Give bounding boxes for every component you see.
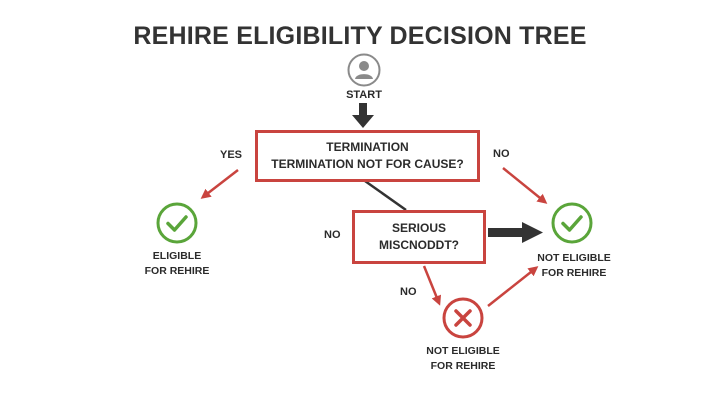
check-circle-icon [551,202,593,244]
not-eligible-bottom-line1: NOT ELIGIBLE [426,345,500,357]
yes-label: YES [220,149,243,161]
not-eligible-right-line1: NOT ELIGIBLE [537,252,611,264]
no-mid-label: NO [324,229,341,241]
termination-to-misconduct-line [364,179,407,212]
eligible-line1: ELIGIBLE [152,250,202,262]
start-to-termination-arrow [352,103,374,128]
eligible-line2: FOR REHIRE [144,265,210,277]
start-label: START [346,89,382,101]
no-lower-label: NO [400,286,417,298]
person-icon [347,53,381,87]
misconduct-to-outcome-arrow [488,222,543,243]
eligible-outcome-label: ELIGIBLE FOR REHIRE [132,249,222,279]
yes-arrow [200,169,239,199]
x-to-outcome-arrow [487,266,539,307]
termination-line2: TERMINATION NOT FOR CAUSE? [271,157,464,171]
termination-decision-box: TERMINATION TERMINATION NOT FOR CAUSE? [255,130,480,182]
not-eligible-bottom-line2: FOR REHIRE [430,360,496,372]
misconduct-decision-box: SERIOUS MISCNODDT? [352,210,486,264]
check-circle-icon [156,202,198,244]
x-circle-icon [442,297,484,339]
not-eligible-right-label: NOT ELIGIBLE FOR REHIRE [527,251,621,281]
no-right-arrow [502,167,548,204]
misconduct-line1: SERIOUS [391,221,446,235]
not-eligible-right-line2: FOR REHIRE [541,267,607,279]
termination-line1: TERMINATION [326,140,409,154]
diagram-title: REHIRE ELIGIBILITY DECISION TREE [133,22,587,50]
no-right-label: NO [493,148,510,160]
no-lower-arrow [422,265,442,306]
misconduct-line2: MISCNODDT? [379,238,459,252]
not-eligible-bottom-label: NOT ELIGIBLE FOR REHIRE [416,344,510,374]
